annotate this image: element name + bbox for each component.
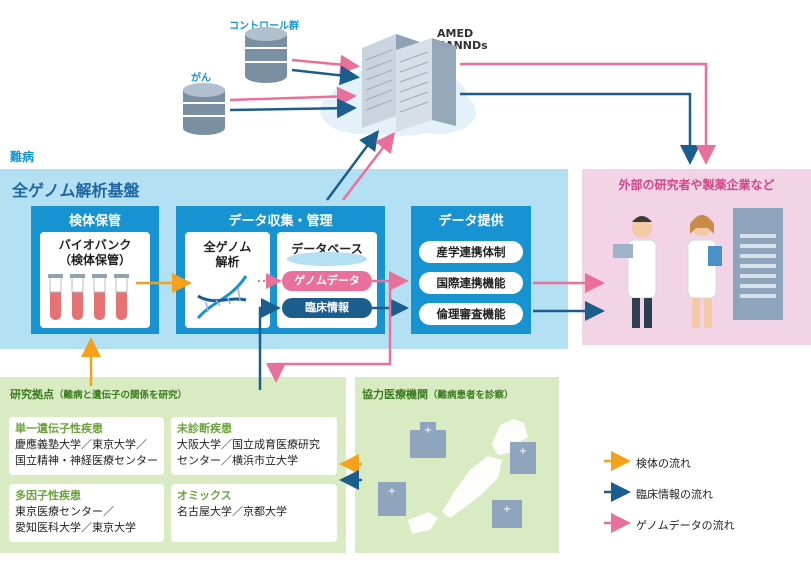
- research-subtitle: （難病と遺伝子の関係を研究）: [54, 390, 188, 401]
- research-card: 未診断疾患 大阪大学／国立成育医療研究 センター／横浜市立大学: [171, 417, 337, 475]
- analysis-line2: 解析: [215, 255, 240, 269]
- provision-item: 国際連携機能: [419, 272, 523, 294]
- cloud-shape: [320, 64, 476, 136]
- research-title-main: 研究拠点: [10, 388, 54, 401]
- database-icon-control: [245, 27, 287, 83]
- data-mgmt-title: データ収集・管理: [228, 214, 333, 229]
- provision-item: 倫理審査機能: [419, 303, 523, 325]
- database-title: データベース: [291, 242, 363, 256]
- provision-title: データ提供: [438, 214, 504, 229]
- nanbyo-label: 難病: [10, 150, 35, 164]
- research-card-line: センター／横浜市立大学: [177, 454, 298, 467]
- research-card-title: 多因子性疾患: [15, 489, 81, 502]
- cancer-label: がん: [191, 73, 211, 84]
- research-card-line: 名古屋大学／京都大学: [177, 505, 287, 518]
- research-title: 研究拠点（難病と遺伝子の関係を研究）: [10, 386, 187, 402]
- research-card-line: 国立精神・神経医療センター: [15, 454, 158, 467]
- research-card-line: 東京医療センター／: [15, 505, 114, 518]
- research-card-title: 未診断疾患: [177, 422, 232, 435]
- external-title: 外部の研究者や製薬企業など: [618, 178, 775, 192]
- amed-label-line1: AMED: [437, 27, 474, 40]
- legend-clinical: 臨床情報の流れ: [636, 488, 713, 501]
- biobank-text: バイオバンク （検体保管）: [40, 238, 150, 268]
- hospital-subtitle: （難病患者を診察）: [428, 390, 514, 401]
- legend-specimen: 検体の流れ: [636, 457, 691, 470]
- analysis-text: 全ゲノム 解析: [185, 240, 270, 270]
- legend-genome: ゲノムデータの流れ: [636, 519, 735, 532]
- research-card: オミックス 名古屋大学／京都大学: [171, 484, 337, 542]
- zen-genome-title: 全ゲノム解析基盤: [12, 181, 140, 200]
- specimen-title: 検体保管: [68, 214, 121, 229]
- clinical-info-pill: 臨床情報: [282, 298, 372, 318]
- research-card-title: 単一遺伝子性疾患: [15, 422, 103, 435]
- amed-label: AMED CANNDs: [437, 28, 488, 52]
- biobank-line1: バイオバンク: [58, 238, 132, 252]
- research-card: 単一遺伝子性疾患 慶應義塾大学／東京大学／ 国立精神・神経医療センター: [9, 417, 164, 475]
- control-group-label: コントロール群: [229, 21, 299, 32]
- research-card-line: 大阪大学／国立成育医療研究: [177, 438, 320, 451]
- amed-label-line2: CANNDs: [437, 39, 488, 52]
- genome-data-pill: ゲノムデータ: [282, 271, 372, 291]
- database-icon-cancer: [183, 83, 225, 135]
- research-card-line: 慶應義塾大学／東京大学／: [15, 438, 147, 451]
- provision-item: 産学連携体制: [419, 241, 523, 263]
- hospital-title: 協力医療機関（難病患者を診察）: [362, 386, 514, 402]
- hospital-region: [355, 377, 559, 553]
- biobank-line2: （検体保管）: [58, 253, 131, 267]
- hospital-title-main: 協力医療機関: [362, 388, 428, 401]
- external-region: [582, 169, 811, 345]
- research-card-line: 愛知医科大学／東京大学: [15, 521, 136, 534]
- research-card-title: オミックス: [177, 489, 232, 502]
- analysis-line1: 全ゲノム: [203, 240, 252, 254]
- pharma-building-label: 〇〇製薬: [737, 217, 774, 227]
- research-card: 多因子性疾患 東京医療センター／ 愛知医科大学／東京大学: [9, 484, 164, 542]
